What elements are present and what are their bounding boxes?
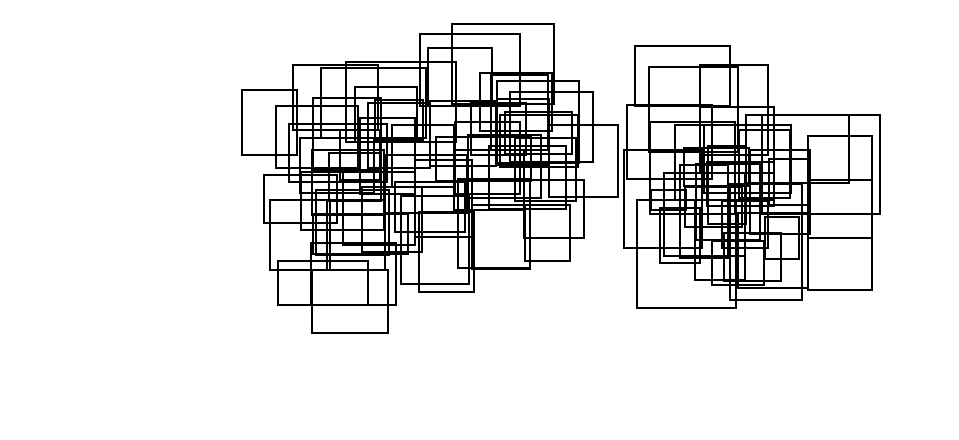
rectangle-outline: [524, 204, 571, 262]
rectangle-outline: [694, 199, 746, 281]
rectangle-outline: [499, 114, 579, 168]
rectangle-outline: [496, 98, 550, 166]
rectangle-outline: [488, 145, 567, 210]
rectangle-outline: [699, 106, 775, 174]
right-rectangle-cluster: [623, 45, 881, 309]
rectangle-outline: [310, 242, 397, 306]
rectangle-outline: [738, 129, 791, 199]
rectangle-outline: [737, 212, 809, 289]
rectangle-outline: [761, 114, 881, 215]
rectangle-outline: [626, 104, 713, 180]
rectangle-outline: [650, 189, 687, 211]
rectangle-outline: [299, 137, 375, 194]
rectangle-outline: [504, 111, 573, 155]
rectangle-outline: [649, 121, 736, 215]
rectangle-outline: [359, 117, 416, 195]
rectangle-outline: [354, 86, 418, 143]
rectangle-outline: [400, 195, 470, 285]
rectangle-outline: [374, 99, 424, 141]
rectangle-outline: [648, 66, 739, 153]
rectangle-outline: [414, 159, 473, 238]
rectangle-outline: [768, 158, 811, 206]
rectangle-outline: [514, 137, 577, 202]
rectangle-outline: [764, 216, 800, 260]
rectangle-outline: [361, 186, 423, 253]
rectangle-outline: [269, 199, 331, 271]
left-rectangle-cluster: [241, 23, 619, 334]
rectangle-outline: [328, 152, 382, 202]
rectangle-outline: [241, 89, 298, 156]
rectangle-outline: [659, 207, 701, 264]
rectangle-outline: [312, 213, 409, 255]
rectangle-outline: [470, 102, 527, 156]
rectangle-outline: [509, 91, 594, 163]
rectangle-outline: [394, 181, 466, 233]
rectangle-outline: [707, 145, 747, 225]
